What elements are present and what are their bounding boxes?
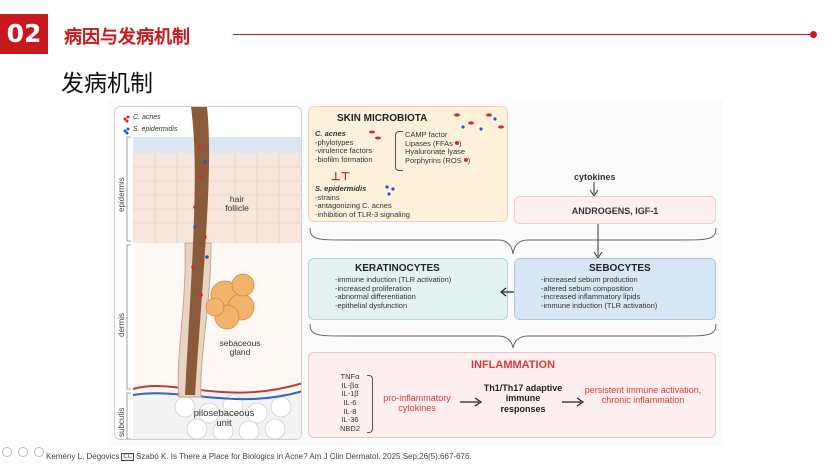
sebocyte-item: -altered sebum composition	[541, 283, 634, 293]
label-pilosebaceous-unit: pilosebaceous unit	[193, 408, 255, 430]
cytokines-label: cytokines	[574, 172, 616, 182]
next-slide-button[interactable]	[18, 447, 28, 457]
inflammation-title: INFLAMMATION	[470, 359, 556, 371]
sebocyte-item: -increased sebum production	[541, 275, 638, 284]
cytokine-item: IL-6	[343, 398, 357, 408]
factors-bracket	[395, 131, 403, 171]
c-acnes-item: -virulence factors	[315, 146, 373, 156]
header-rule	[233, 34, 813, 35]
cytokine-list: TNFα IL-βα IL-1β IL-6 IL-8 IL-36 NBD2	[335, 372, 365, 434]
factor-item: CAMP factor	[405, 130, 448, 139]
s-epi-heading: S. epidermidis	[315, 184, 367, 193]
anatomy-panel: C. acnes S. epidermidis epidermis dermis…	[114, 106, 302, 440]
s-epi-item: -strains	[315, 192, 340, 202]
zoom-button[interactable]	[34, 447, 44, 457]
brace-connector-icon	[309, 227, 717, 255]
sebocyte-item: -immune induction (TLR activation)	[541, 300, 658, 310]
layer-label-subcutis: subcutis	[117, 407, 126, 437]
bacteria-cluster-icon	[454, 113, 504, 131]
label-hair-follicle: hair follicle	[225, 194, 249, 214]
inhibition-arrows: ⊥⊤	[331, 171, 351, 183]
pathogenesis-figure: C. acnes S. epidermidis epidermis dermis…	[108, 100, 723, 446]
header-rule-dot	[810, 31, 817, 38]
th1-th17-label: Th1/Th17 adaptive immune responses	[483, 383, 563, 414]
keratinocyte-item: -immune induction (TLR activation)	[335, 275, 452, 284]
section-number: 02	[0, 14, 48, 54]
brace-connector-2-icon	[309, 323, 717, 349]
c-acnes-item: -biofilm formation	[315, 154, 373, 164]
page-title: 发病机制	[61, 71, 153, 97]
c-acnes-block: C. acnes -phylotypes -virulence factors …	[315, 129, 373, 165]
skin-microbiota-box: SKIN MICROBIOTA C. acnes -phylotypes -vi…	[308, 106, 508, 222]
arrow-right-icon	[460, 397, 483, 407]
cytokine-item: IL-1β	[341, 389, 359, 399]
inflammation-box: INFLAMMATION TNFα IL-βα IL-1β IL-6 IL-8 …	[308, 352, 716, 438]
s-epidermidis-icon	[385, 185, 395, 196]
arrow-right-icon	[562, 397, 585, 407]
cytokine-item: IL-8	[343, 406, 357, 416]
s-epi-item: -antagonizing C. acnes	[315, 201, 392, 211]
persistent-inflammation-label: persistent immune activation, chronic in…	[584, 385, 702, 406]
s-epidermidis-block: S. epidermidis -strains -antagonizing C.…	[315, 184, 410, 220]
keratinocytes-list: -immune induction (TLR activation) -incr…	[335, 275, 452, 311]
keratinocyte-item: -abnormal differentiation	[335, 292, 416, 302]
s-epi-item: -inhibition of TLR-3 signaling	[315, 209, 410, 219]
keratinocyte-item: -epithelial dysfunction	[335, 300, 408, 310]
citation-authors: Kemény L, Degovics	[46, 452, 120, 461]
cytokine-item: NBD2	[339, 424, 360, 434]
layer-label-dermis: dermis	[117, 312, 126, 337]
factor-item: Lipases (FFAs)	[405, 138, 462, 148]
skin-illustration	[123, 107, 301, 439]
legend-c-acnes: C. acnes	[133, 114, 161, 121]
keratinocytes-box: KERATINOCYTES -immune induction (TLR act…	[308, 258, 508, 320]
keratinocyte-item: -increased proliferation	[335, 283, 412, 293]
keratinocytes-title: KERATINOCYTES	[355, 263, 440, 274]
factor-item: Hyaluronate lyase	[405, 147, 466, 157]
cytokine-item: TNFα	[340, 372, 360, 381]
cytokine-bracket	[367, 375, 373, 433]
factor-item: Porphyrins (ROS)	[405, 155, 471, 165]
cytokine-item: IL-36	[341, 415, 359, 425]
sebocyte-item: -increased inflammatory lipids	[541, 292, 641, 302]
slide-controls	[0, 444, 120, 460]
prev-slide-button[interactable]	[2, 447, 12, 457]
legend-s-epidermidis: S. epidermidis	[133, 126, 178, 133]
sebocytes-box: SEBOCYTES -increased sebum production -a…	[514, 258, 716, 320]
androgens-box: ANDROGENS, IGF-1	[514, 196, 716, 224]
c-acnes-heading: C. acnes	[315, 129, 346, 138]
citation-reference: Szabó K. Is There a Place for Biologics …	[136, 452, 472, 461]
cc-icon[interactable]: CC	[121, 453, 135, 461]
layer-label-epidermis: epidermis	[117, 177, 126, 212]
microbiota-title: SKIN MICROBIOTA	[337, 113, 428, 124]
sebocytes-list: -increased sebum production -altered seb…	[541, 275, 658, 311]
section-title: 病因与发病机制	[64, 27, 190, 48]
c-acnes-icon	[369, 130, 381, 140]
sebocytes-title: SEBOCYTES	[589, 263, 651, 274]
c-acnes-item: -phylotypes	[315, 137, 354, 147]
factors-list: CAMP factor Lipases (FFAs) Hyaluronate l…	[405, 130, 471, 166]
cytokine-item: IL-βα	[341, 380, 359, 390]
label-sebaceous-gland: sebaceous gland	[219, 338, 261, 358]
pro-inflammatory-label: pro-inflammatory cytokines	[383, 393, 451, 414]
